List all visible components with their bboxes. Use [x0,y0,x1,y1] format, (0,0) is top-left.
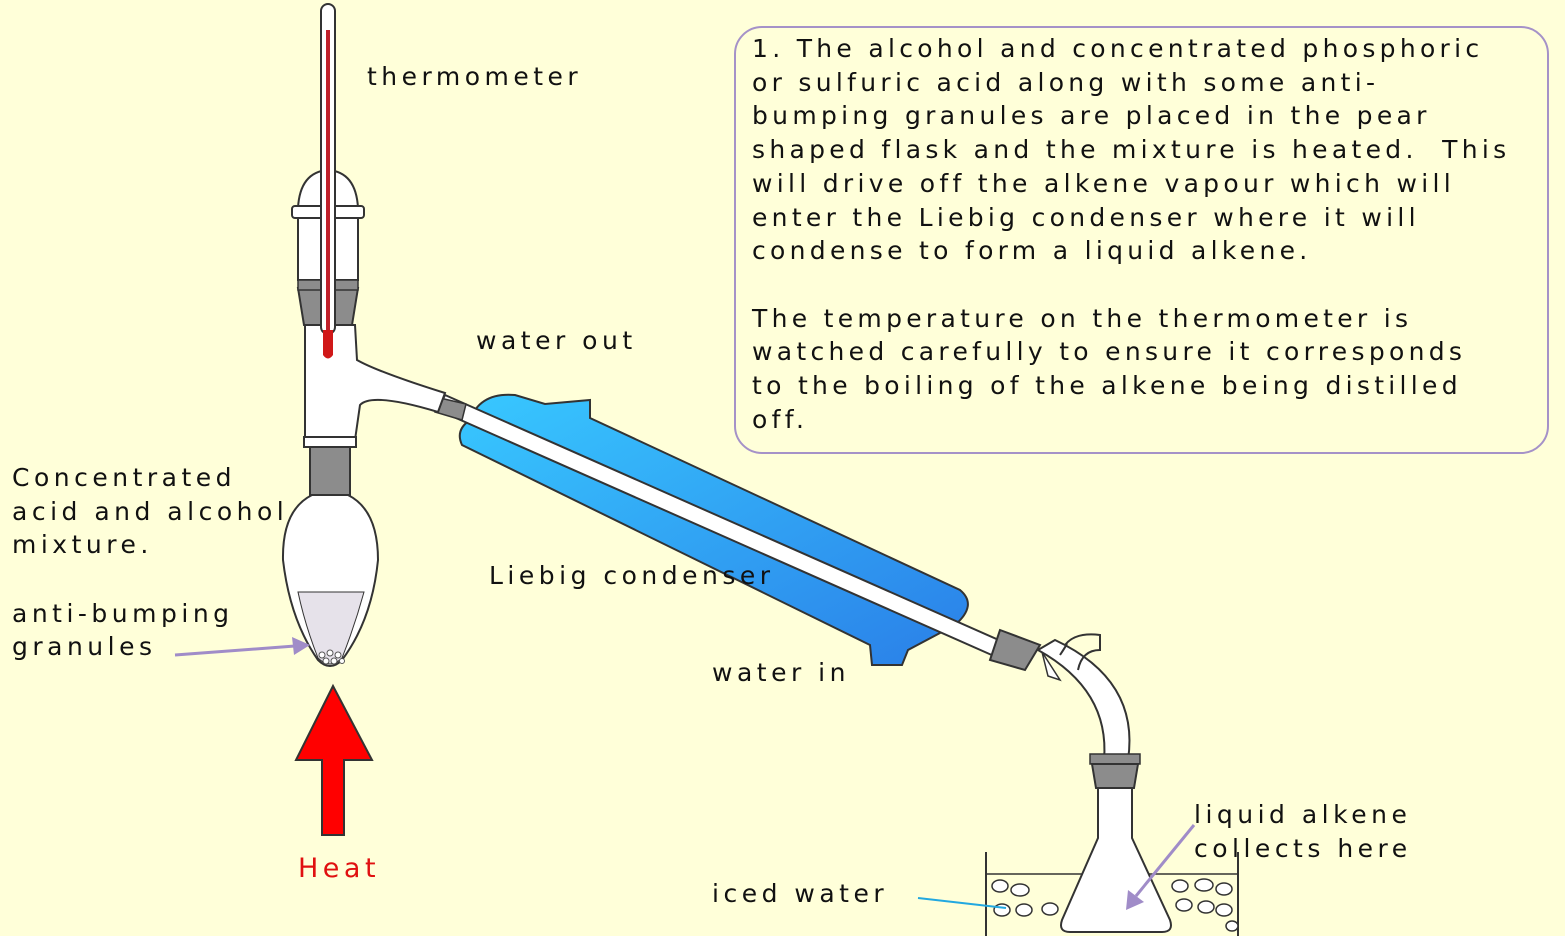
liebig-condenser-label: Liebig condenser [489,561,775,590]
granules [318,649,345,665]
thermometer [320,3,336,359]
liquid-alkene-label: liquid alkene collects here [1194,800,1412,863]
anti-bumping-label: anti-bumping granules [12,599,234,661]
heat-label: Heat [298,853,381,884]
info-box [734,26,1549,454]
ice-cubes [991,878,1239,932]
receiver-adapter [1035,633,1131,761]
ice-bath [985,852,1239,936]
liquid-alkene-pointer-arrow [1126,824,1196,910]
water-out-label: water out [476,326,637,355]
water-in-label: water in [712,658,850,687]
info-paragraph-1: 1. The alcohol and concentrated phosphor… [752,34,1511,266]
conical-flask [1060,753,1172,933]
heat-arrow [294,683,374,836]
concentrated-mixture-label: Concentrated acid and alcohol mixture. [12,463,289,559]
info-paragraph-2: The temperature on the thermometer is wa… [752,303,1467,434]
condenser-bottom-joint [988,628,1042,672]
iced-water-pointer [917,897,1007,909]
iced-water-label: iced water [712,879,889,908]
granules-pointer-arrow [174,637,310,657]
pear-shaped-flask [281,446,380,667]
thermometer-label: thermometer [367,62,583,91]
info-text: 1. The alcohol and concentrated phosphor… [752,32,1552,436]
